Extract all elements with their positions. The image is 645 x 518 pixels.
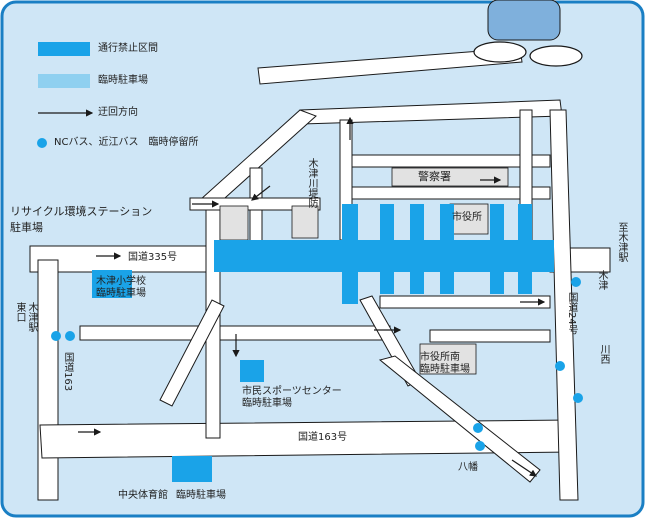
city-shop-label-2: 臨時駐車場 bbox=[420, 364, 470, 375]
road-police-bottom bbox=[339, 186, 551, 200]
road-lower-right bbox=[429, 329, 551, 343]
road-163-vertical bbox=[37, 259, 59, 501]
city-hall-label: 市役所 bbox=[452, 212, 482, 223]
city-hall-building bbox=[449, 203, 489, 235]
bus-stop-icon bbox=[571, 277, 581, 287]
arrow-i bbox=[511, 459, 537, 477]
legend-bus-label: NCバス、近江バス 臨時停留所 bbox=[54, 137, 199, 148]
kizu-route-label: 木津川堤防 bbox=[306, 158, 317, 208]
roads bbox=[29, 47, 611, 501]
kizu-school-label: 木津小学校 bbox=[96, 276, 146, 287]
station-right-label: 木津 bbox=[596, 270, 607, 290]
bus-stop-icon bbox=[555, 361, 565, 371]
legend-temp-parking-swatch bbox=[38, 74, 90, 88]
bus-stop-icon bbox=[473, 423, 483, 433]
parking-sports bbox=[240, 360, 264, 382]
city-shop-building bbox=[419, 343, 477, 375]
arrow-j bbox=[251, 185, 271, 201]
legend-no-entry-label: 通行禁止区間 bbox=[98, 43, 158, 54]
route-163-vertical-label: 国道163 bbox=[62, 352, 73, 392]
no-entry-v4 bbox=[440, 204, 454, 294]
bus-stop-icon bbox=[51, 331, 61, 341]
road-top-diagonal bbox=[257, 47, 523, 85]
legend-no-entry-swatch bbox=[38, 42, 90, 56]
no-entry-v3 bbox=[410, 204, 424, 294]
central-gym-parking-label: 臨時駐車場 bbox=[176, 490, 226, 501]
police-label: 警察署 bbox=[418, 170, 451, 183]
no-entry-v5 bbox=[490, 204, 504, 294]
bus-stop-icon bbox=[475, 441, 485, 451]
no-entry-zone bbox=[38, 42, 554, 482]
legend-temp-parking-label: 臨時駐車場 bbox=[98, 75, 148, 86]
road-city-hall bbox=[379, 295, 551, 309]
bus-stop-icon bbox=[573, 393, 583, 403]
detour-arrows bbox=[38, 109, 546, 477]
building-center bbox=[291, 205, 319, 239]
parking-kizu-school bbox=[92, 270, 132, 298]
station-right-label-2: 至木津駅 bbox=[616, 222, 627, 262]
recycle-station-label: リサイクル環境ステーション bbox=[10, 205, 153, 218]
recycle-building bbox=[219, 205, 249, 241]
road-police-top bbox=[339, 154, 551, 168]
yawata-label: 八幡 bbox=[458, 462, 478, 473]
municipal-sports-parking-label: 臨時駐車場 bbox=[242, 398, 292, 409]
municipal-sports-label: 市民スポーツセンター bbox=[242, 386, 342, 397]
no-entry-v2 bbox=[380, 204, 394, 294]
legend-detour-label: 迂回方向 bbox=[98, 107, 138, 118]
road-diag-lower bbox=[159, 299, 225, 407]
parking-central-gym bbox=[172, 456, 212, 482]
bus-stops bbox=[37, 138, 583, 451]
station-left-label: 木津駅 bbox=[26, 302, 37, 332]
no-entry-v1 bbox=[342, 204, 358, 304]
central-gym-label: 中央体育館 bbox=[118, 490, 168, 501]
no-entry-v6 bbox=[518, 204, 532, 294]
route-24-label: 国道24号 bbox=[566, 292, 577, 335]
route-335-label: 国道335号 bbox=[128, 252, 178, 263]
mascot-icon bbox=[473, 0, 583, 67]
city-shop-label: 市役所南 bbox=[420, 352, 460, 363]
recycle-station-label-2: 駐車場 bbox=[10, 221, 43, 234]
road-middle bbox=[79, 325, 391, 341]
station-left-label-2: 東口 bbox=[14, 302, 25, 322]
kizu-school-parking-label: 臨時駐車場 bbox=[96, 288, 146, 299]
route-163-main-label: 国道163号 bbox=[298, 432, 348, 443]
kizu-river-label: 川西 bbox=[598, 344, 609, 364]
road-24 bbox=[549, 109, 579, 501]
bus-stop-icon bbox=[65, 331, 75, 341]
police-building bbox=[391, 167, 509, 187]
buildings bbox=[219, 167, 509, 375]
legend-bus-stop-icon bbox=[37, 138, 47, 148]
